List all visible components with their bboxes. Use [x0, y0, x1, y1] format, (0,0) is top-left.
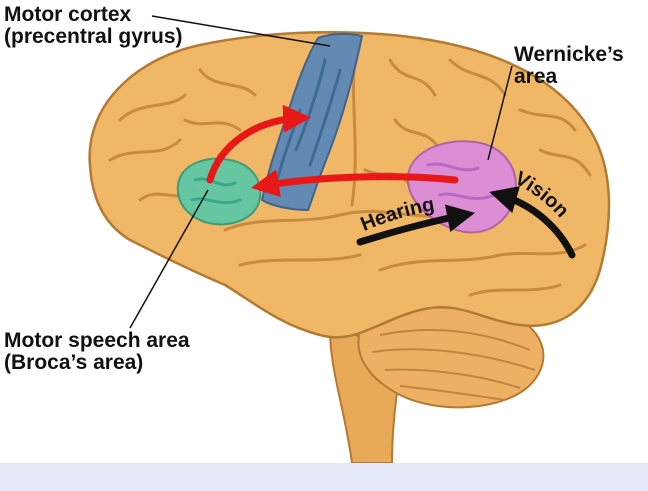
broca-title: Motor speech area	[4, 329, 190, 352]
motor-cortex-label: Motor cortex (precentral gyrus)	[4, 4, 183, 48]
broca-label: Motor speech area (Broca’s area)	[4, 330, 190, 374]
wernicke-folds	[426, 162, 497, 201]
broca-area-region	[176, 157, 262, 226]
motor-cortex-subtitle: (precentral gyrus)	[4, 25, 183, 48]
motor-cortex-title: Motor cortex	[4, 3, 132, 26]
broca-leader	[129, 189, 209, 329]
wernicke-leader	[487, 65, 513, 161]
cerebrum	[88, 30, 611, 339]
wernicke-subtitle: area	[514, 65, 558, 88]
cerebellum-folds	[371, 329, 536, 401]
broca-folds	[190, 177, 242, 205]
bottom-bar	[0, 463, 648, 491]
wernicke-label: Wernicke’s area	[514, 44, 624, 88]
broca-subtitle: (Broca’s area)	[4, 351, 144, 374]
black-hearing-arrow	[356, 204, 475, 246]
red-arc-arrow	[206, 104, 312, 184]
red-long-arrow	[250, 169, 459, 197]
brain-illustration: Hearing Vision	[88, 15, 611, 464]
motor-cortex-leader	[151, 15, 331, 47]
black-vision-arrow	[489, 186, 576, 259]
wernicke-title: Wernicke’s	[514, 43, 624, 66]
